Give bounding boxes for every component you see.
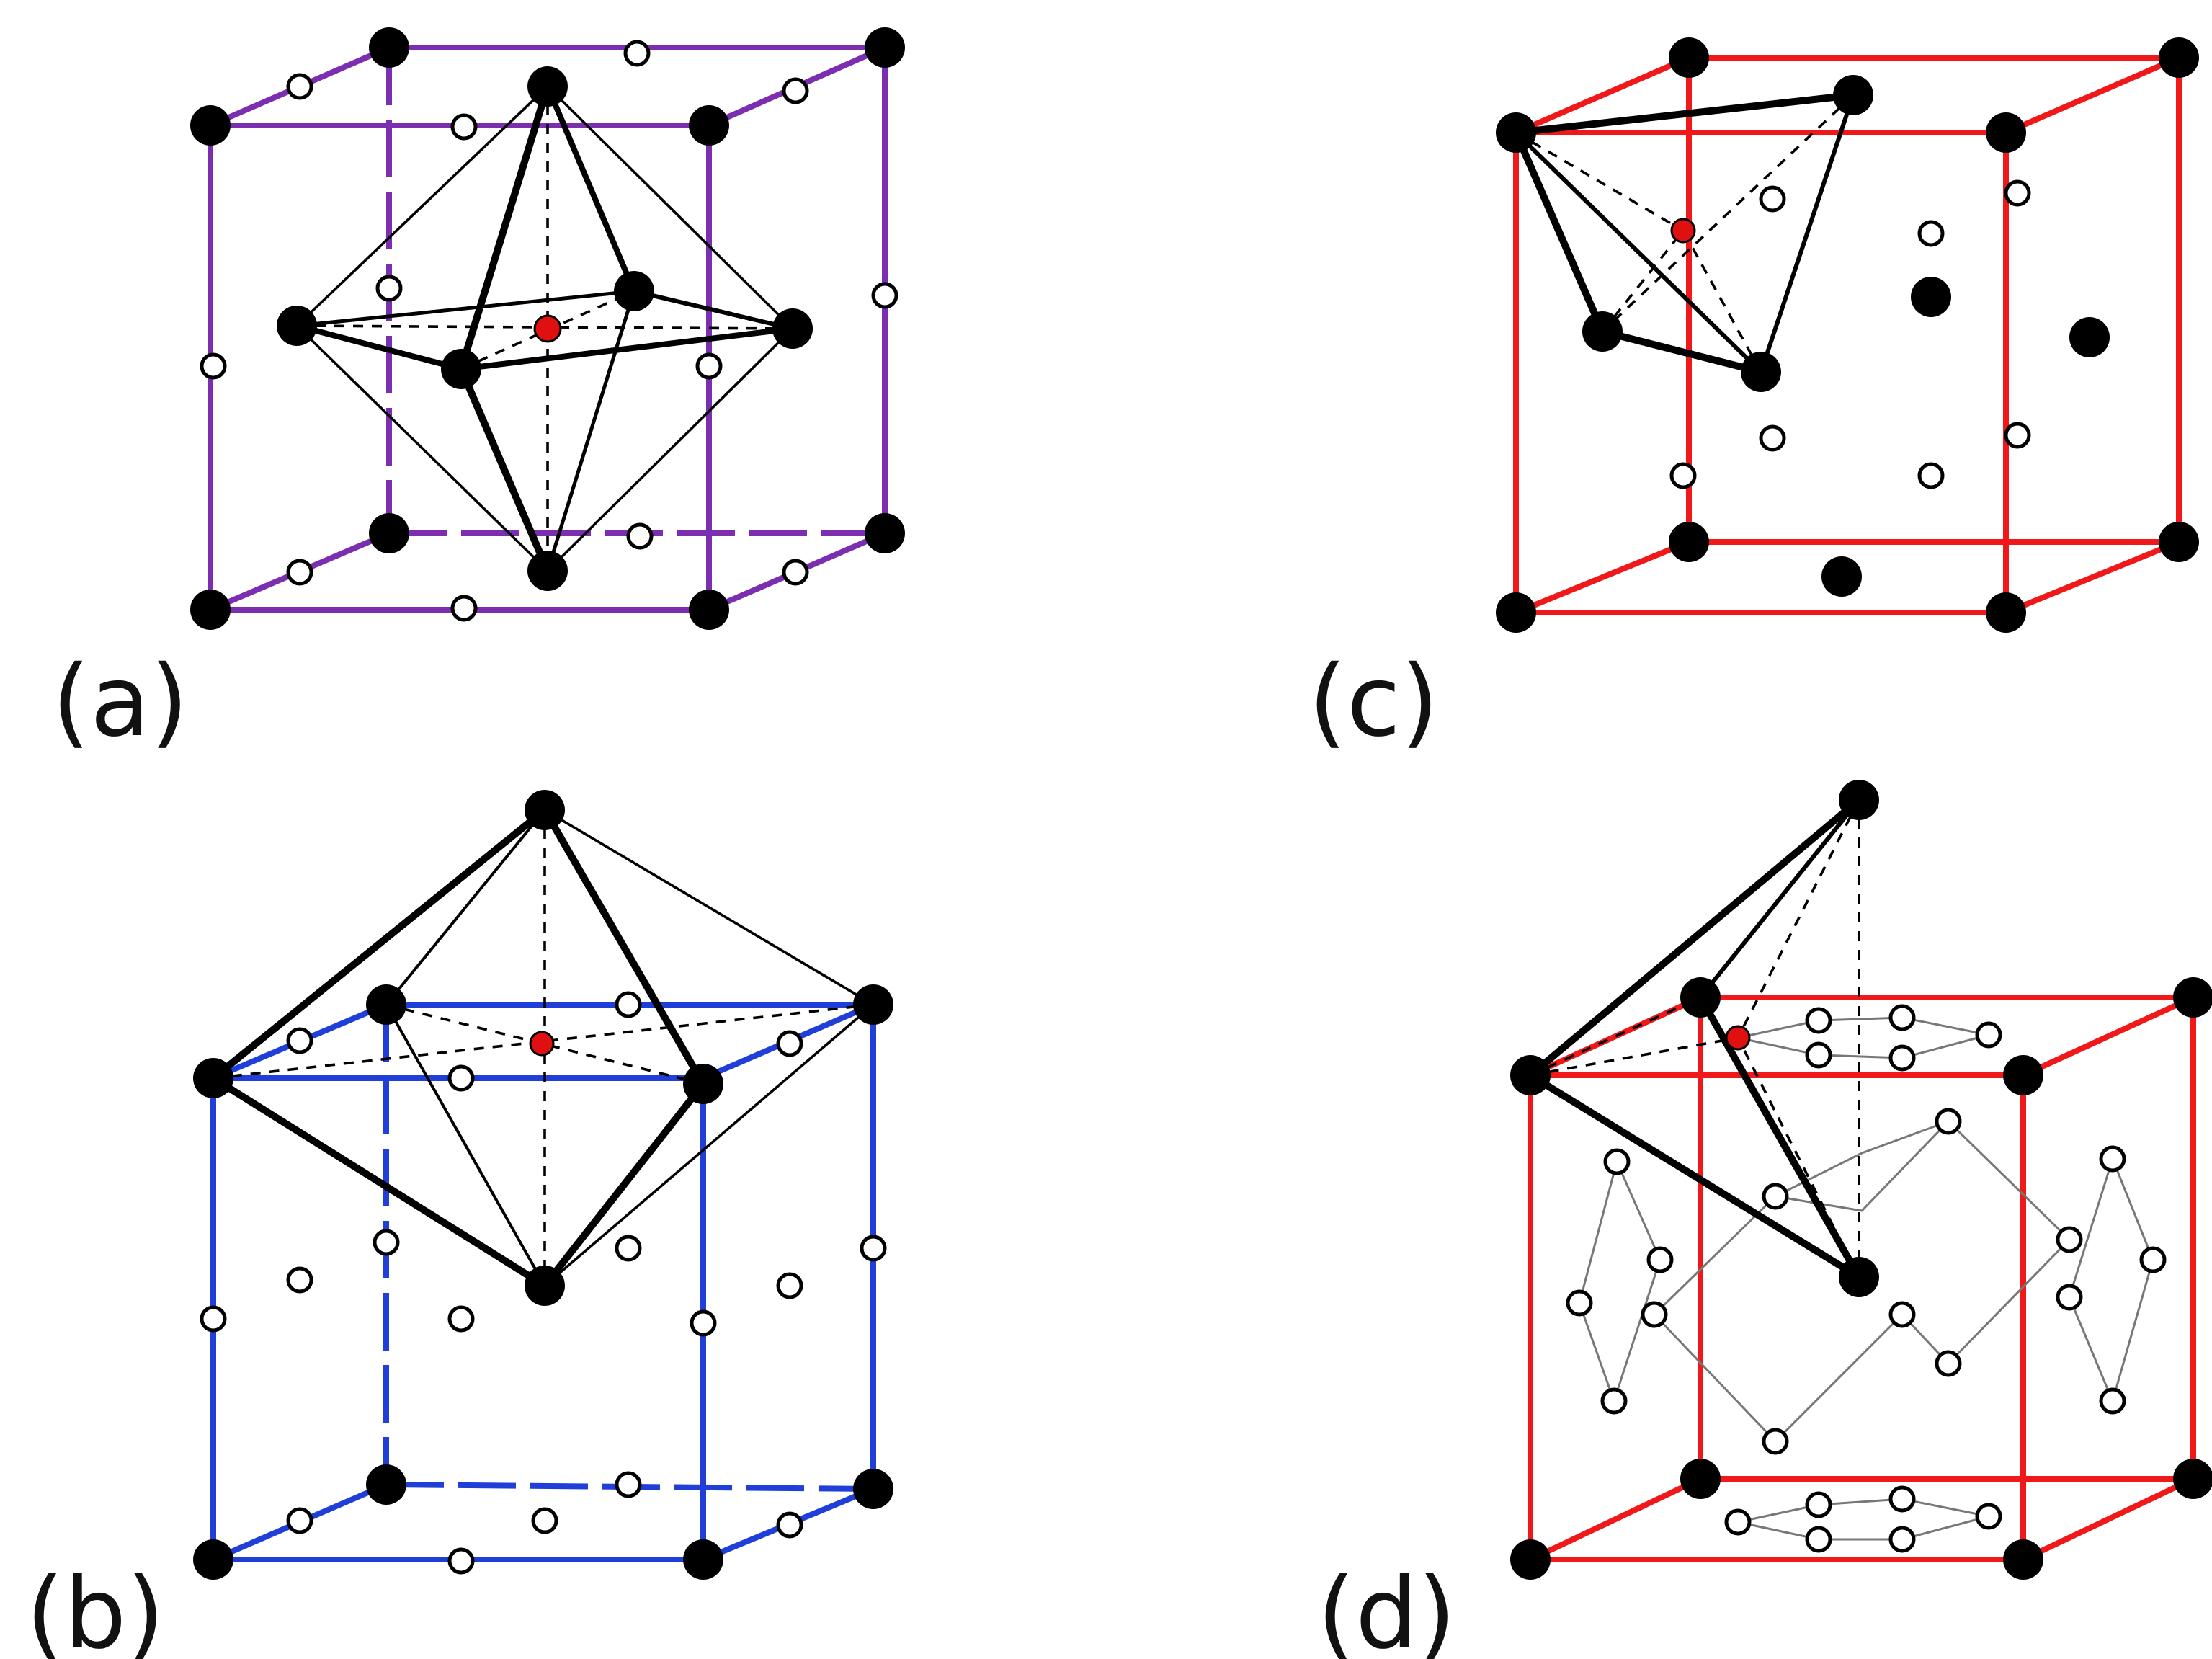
panel-a xyxy=(190,27,905,630)
panel-c xyxy=(1496,37,2199,633)
tetrahedral-site-c xyxy=(1670,218,1696,244)
octahedral-site-b xyxy=(529,1031,555,1057)
interstitial-sites-c xyxy=(1669,179,2031,489)
panel-label-b: (b) xyxy=(26,1557,164,1659)
interstitial-sites-a xyxy=(200,40,898,622)
tetrahedron-d xyxy=(1528,797,1863,1281)
panel-d xyxy=(1510,780,2212,1580)
panel-b xyxy=(193,790,893,1580)
host-atoms-d xyxy=(1510,780,2212,1580)
panel-label-a: (a) xyxy=(52,645,188,759)
octahedron-b xyxy=(210,807,875,1289)
host-atoms-c xyxy=(1496,37,2199,633)
cube-frame-d xyxy=(1528,995,2196,1562)
host-atoms-a xyxy=(190,27,905,630)
tetrahedral-site-d xyxy=(1725,1025,1751,1051)
cube-frame-c xyxy=(1513,55,2182,615)
panel-label-d: (d) xyxy=(1317,1557,1455,1659)
octahedral-site-a xyxy=(533,314,562,343)
panel-label-c: (c) xyxy=(1308,645,1439,759)
interstitial-sites-d xyxy=(1566,1004,2167,1553)
octahedron-a xyxy=(295,85,794,572)
host-atoms-b xyxy=(193,790,893,1580)
tetrahedron-c xyxy=(1512,92,1855,375)
interstitial-sites-b xyxy=(200,991,887,1575)
